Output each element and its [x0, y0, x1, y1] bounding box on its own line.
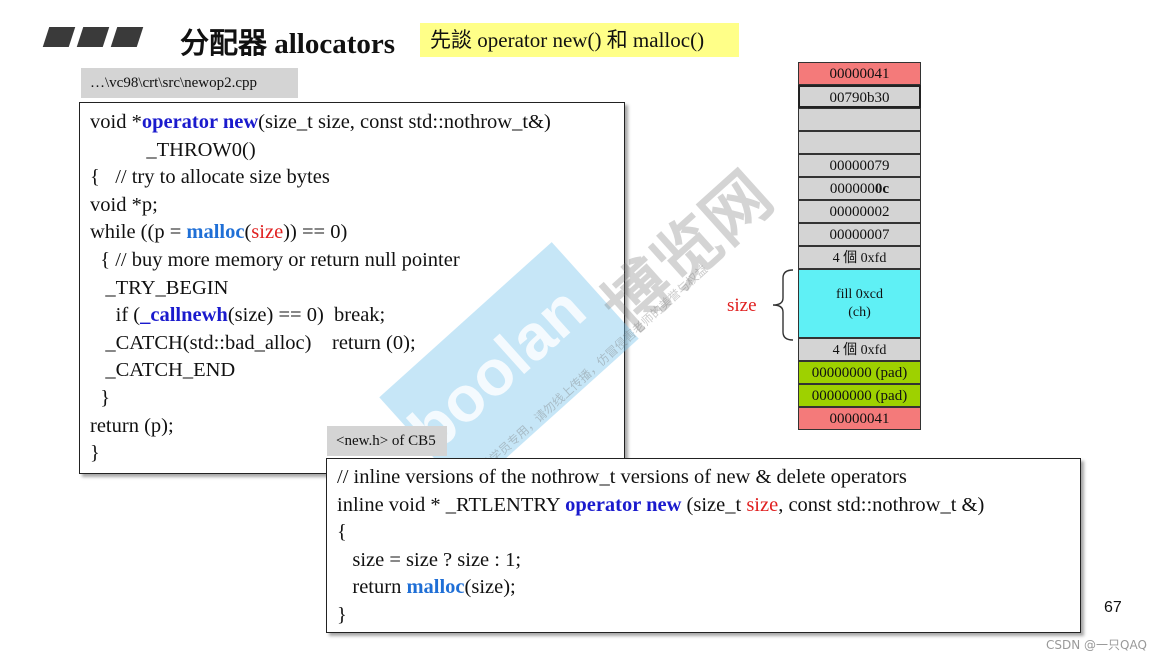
memory-cell: 00790b30	[798, 85, 921, 108]
memory-cell-guard: 4 個 0xfd	[798, 338, 921, 361]
code-line: _TRY_BEGIN	[90, 276, 229, 299]
page-number: 67	[1104, 599, 1122, 616]
code-line: }	[90, 386, 111, 409]
memory-cell-size-bold: 0c	[874, 181, 890, 197]
code-line: _CATCH_END	[90, 359, 236, 382]
code-line: while ((p = malloc(size)) == 0)	[90, 221, 348, 244]
csdn-credit: CSDN @一只QAQ	[1046, 638, 1147, 652]
code-block-new-h: // inline versions of the nothrow_t vers…	[326, 458, 1081, 633]
code-line: {	[337, 521, 347, 544]
code-line: void *operator new(size_t size, const st…	[90, 111, 551, 133]
memory-cell: 00000002	[798, 200, 921, 223]
file-tab-newop2: …\vc98\crt\src\newop2.cpp	[81, 68, 298, 98]
title-decoration-bar	[110, 27, 144, 47]
memory-cell	[798, 131, 921, 154]
memory-cell-pad: 00000000 (pad)	[798, 384, 921, 407]
code-line: void *p;	[90, 193, 158, 216]
code-line: }	[337, 603, 347, 626]
code-line: _CATCH(std::bad_alloc) return (0);	[90, 331, 416, 354]
title-decoration-bar	[76, 27, 110, 47]
code-line: if (_callnewh(size) == 0) break;	[90, 304, 386, 327]
memory-cell-pad: 00000000 (pad)	[798, 361, 921, 384]
memory-cell-size: 0000000c	[798, 177, 921, 200]
memory-cell: 00000007	[798, 223, 921, 246]
memory-cell-cookie-top: 00000041	[798, 62, 921, 85]
memory-fill-label: fill 0xcd	[835, 287, 884, 302]
code-line: }	[90, 442, 100, 465]
code-line: { // buy more memory or return null poin…	[90, 248, 460, 271]
memory-cell: 00000079	[798, 154, 921, 177]
code-line: _THROW0()	[90, 138, 256, 161]
code-text: void *operator new(size_t size, const st…	[90, 109, 551, 468]
file-tab-new-h: <new.h> of CB5	[327, 426, 447, 456]
code-line: return malloc(size);	[337, 576, 516, 599]
memory-cell-cookie-bottom: 00000041	[798, 407, 921, 430]
memory-cell-fill: fill 0xcd (ch)	[798, 269, 921, 338]
code-line: // inline versions of the nothrow_t vers…	[337, 466, 907, 488]
memory-cell-guard: 4 個 0xfd	[798, 246, 921, 269]
slide-title: 分配器 allocators	[180, 28, 396, 60]
memory-cell	[798, 108, 921, 131]
code-line: size = size ? size : 1;	[337, 548, 522, 571]
code-text: // inline versions of the nothrow_t vers…	[337, 464, 984, 630]
code-line: return (p);	[90, 414, 174, 437]
memory-fill-sub: (ch)	[848, 305, 871, 320]
code-line: { // try to allocate size bytes	[90, 166, 330, 189]
title-decoration-bar	[42, 27, 76, 47]
size-label: size	[727, 295, 757, 316]
code-line: inline void * _RTLENTRY operator new (si…	[337, 493, 985, 516]
memory-cell-size-text: 0000000c	[829, 181, 890, 197]
slide-subtitle: 先談 operator new() 和 malloc()	[420, 23, 739, 57]
code-block-newop2: void *operator new(size_t size, const st…	[79, 102, 625, 474]
size-brace-icon	[772, 269, 794, 341]
